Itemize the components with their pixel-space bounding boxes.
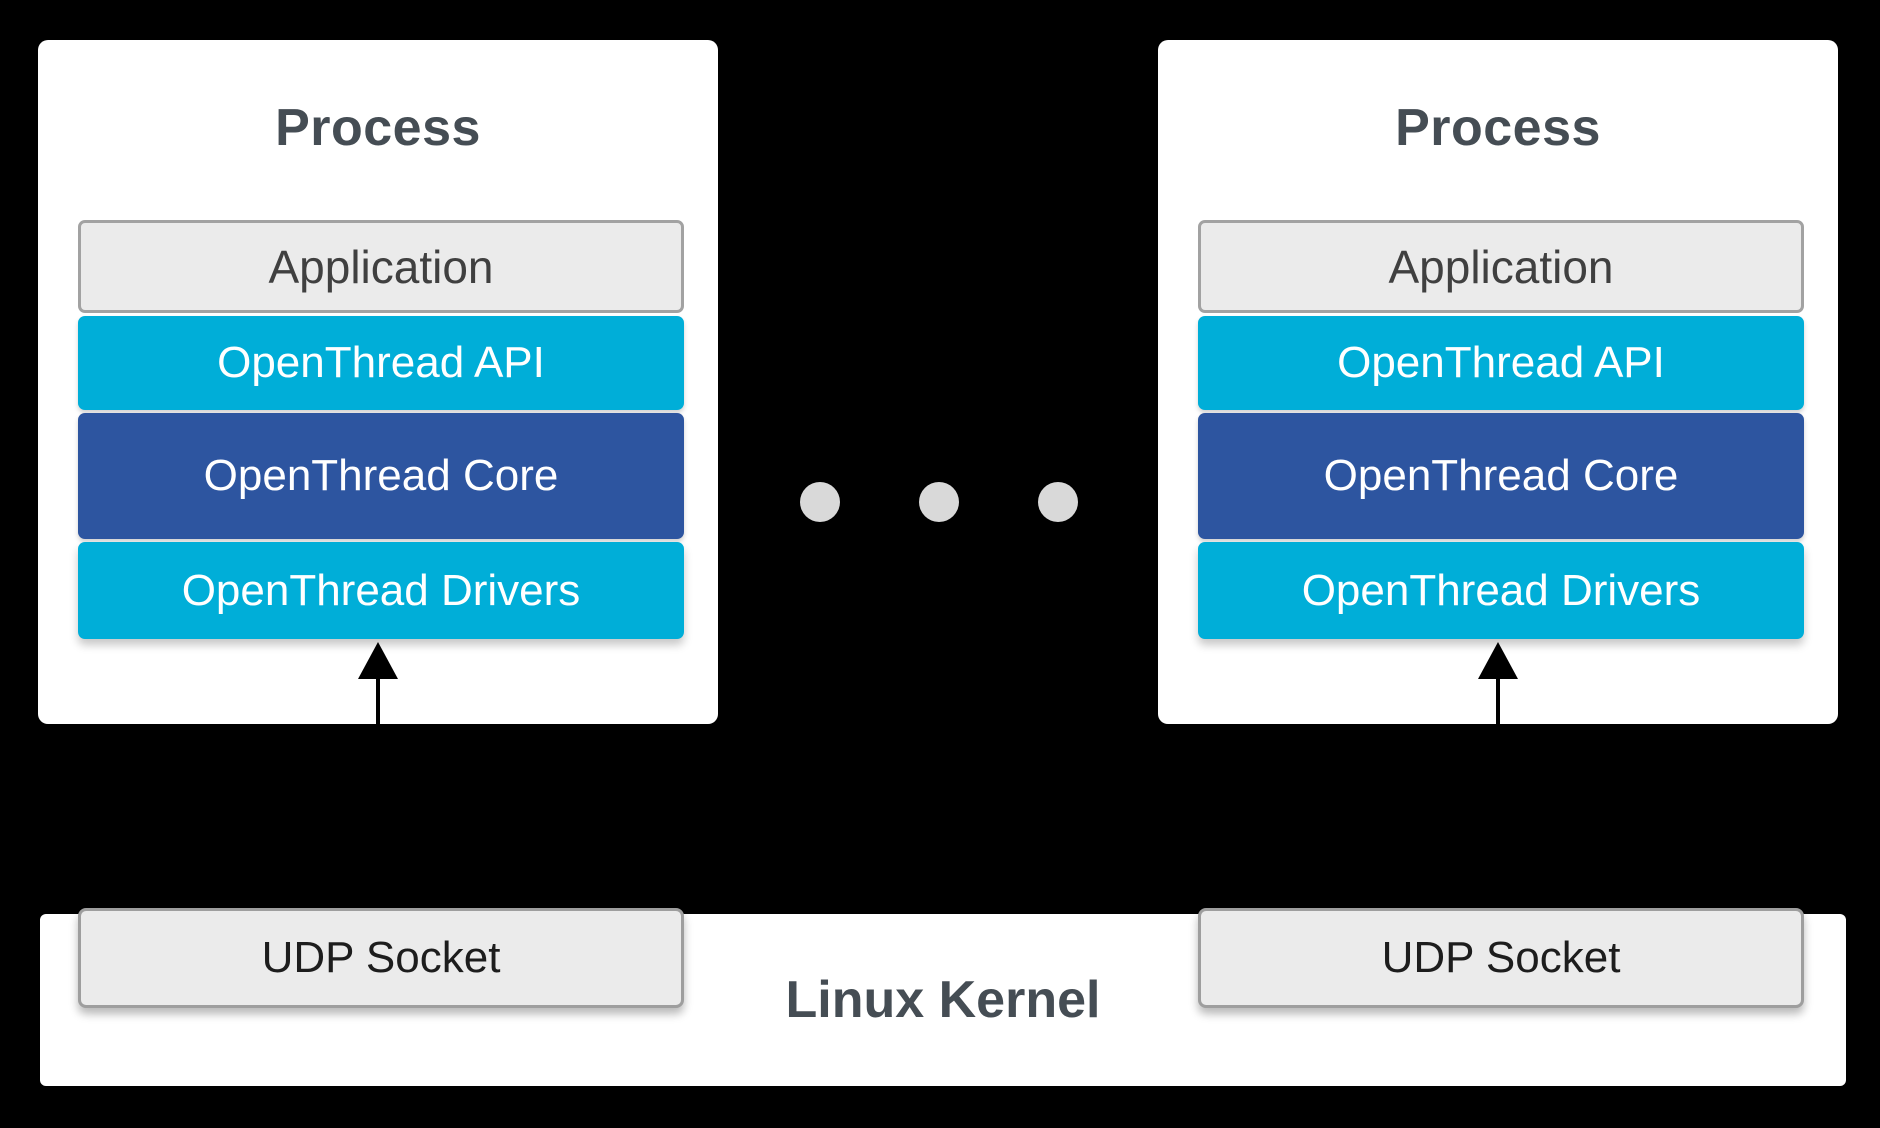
linux-kernel-label: Linux Kernel	[785, 971, 1101, 1029]
layer-openthread-core: OpenThread Core	[1198, 413, 1804, 539]
arrow-shaft	[376, 679, 380, 724]
process-card-left: Process Application OpenThread API OpenT…	[38, 40, 718, 724]
ellipsis-dot	[1038, 482, 1078, 522]
arrow-head	[1478, 642, 1518, 679]
arrow-shaft	[1496, 679, 1500, 724]
process-title: Process	[275, 99, 481, 157]
ellipsis-dot	[919, 482, 959, 522]
ellipsis-dot	[800, 482, 840, 522]
layer-openthread-drivers: OpenThread Drivers	[78, 542, 684, 639]
arrow-up-icon	[358, 642, 398, 724]
layer-application: Application	[78, 220, 684, 313]
udp-socket-box-right: UDP Socket	[1198, 908, 1804, 1008]
udp-socket-box-left: UDP Socket	[78, 908, 684, 1008]
ellipsis	[800, 482, 1078, 522]
process-card-right: Process Application OpenThread API OpenT…	[1158, 40, 1838, 724]
process-title: Process	[1395, 99, 1601, 157]
layer-openthread-drivers: OpenThread Drivers	[1198, 542, 1804, 639]
layer-openthread-core: OpenThread Core	[78, 413, 684, 539]
arrow-head	[358, 642, 398, 679]
layer-openthread-api: OpenThread API	[78, 316, 684, 410]
layer-openthread-api: OpenThread API	[1198, 316, 1804, 410]
arrow-up-icon	[1478, 642, 1518, 724]
layer-application: Application	[1198, 220, 1804, 313]
